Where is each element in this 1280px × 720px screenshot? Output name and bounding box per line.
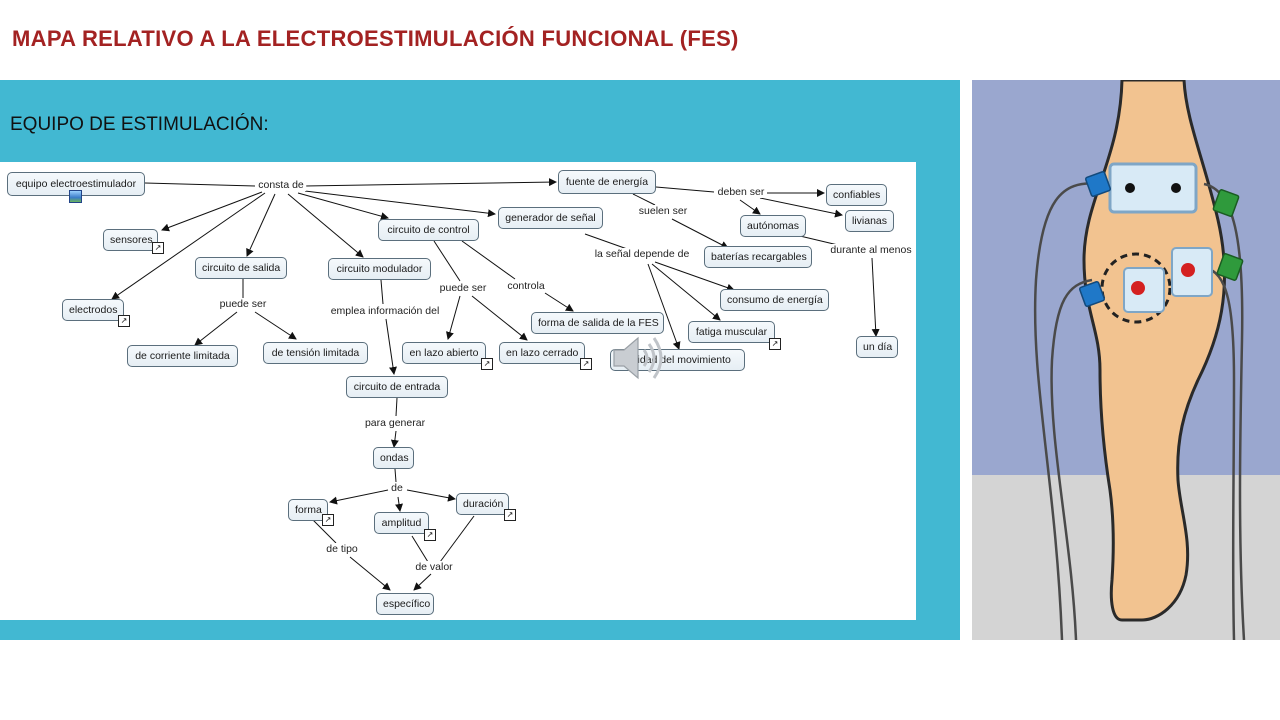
- concept-node[interactable]: forma: [288, 499, 328, 521]
- external-link-icon[interactable]: ↗: [481, 358, 493, 370]
- section-subtitle: EQUIPO DE ESTIMULACIÓN:: [10, 114, 269, 135]
- concept-node[interactable]: específico: [376, 593, 434, 615]
- link-label: suelen ser: [636, 205, 690, 217]
- link-label: puede ser: [437, 282, 489, 294]
- concept-node[interactable]: fatiga muscular: [688, 321, 775, 343]
- link-label: emplea información del: [328, 305, 442, 317]
- concept-node[interactable]: baterías recargables: [704, 246, 812, 268]
- link-label: deben ser: [715, 186, 767, 198]
- link-label: de: [389, 482, 405, 494]
- external-link-icon[interactable]: ↗: [504, 509, 516, 521]
- link-label: puede ser: [217, 298, 269, 310]
- image-icon[interactable]: [69, 190, 82, 203]
- concept-node[interactable]: autónomas: [740, 215, 806, 237]
- external-link-icon[interactable]: ↗: [580, 358, 592, 370]
- slide-title: MAPA RELATIVO A LA ELECTROESTIMULACIÓN F…: [12, 26, 739, 51]
- link-label: consta de: [256, 179, 306, 191]
- external-link-icon[interactable]: ↗: [322, 514, 334, 526]
- link-label: de valor: [413, 561, 455, 573]
- external-link-icon[interactable]: ↗: [152, 242, 164, 254]
- concept-node[interactable]: un día: [856, 336, 898, 358]
- concept-node[interactable]: de tensión limitada: [263, 342, 368, 364]
- link-label: de tipo: [324, 543, 360, 555]
- concept-node[interactable]: forma de salida de la FES: [531, 312, 664, 334]
- external-link-icon[interactable]: ↗: [424, 529, 436, 541]
- concept-node[interactable]: de corriente limitada: [127, 345, 238, 367]
- speaker-icon[interactable]: [608, 330, 668, 386]
- external-link-icon[interactable]: ↗: [118, 315, 130, 327]
- concept-node[interactable]: circuito de control: [378, 219, 479, 241]
- concept-node[interactable]: en lazo cerrado: [499, 342, 585, 364]
- concept-node[interactable]: fuente de energía: [558, 170, 656, 194]
- concept-node[interactable]: circuito modulador: [328, 258, 431, 280]
- concept-node[interactable]: ondas: [373, 447, 414, 469]
- concept-node[interactable]: duración: [456, 493, 509, 515]
- link-label: la señal depende de: [592, 248, 692, 260]
- concept-node[interactable]: circuito de salida: [195, 257, 287, 279]
- concept-node[interactable]: sensores: [103, 229, 158, 251]
- concept-node[interactable]: generador de señal: [498, 207, 603, 229]
- link-label: durante al menos: [828, 244, 914, 256]
- link-label: controla: [505, 280, 547, 292]
- external-link-icon[interactable]: ↗: [769, 338, 781, 350]
- concept-node[interactable]: consumo de energía: [720, 289, 829, 311]
- concept-map-links: [111, 178, 880, 591]
- concept-node[interactable]: electrodos: [62, 299, 124, 321]
- link-label: para generar: [362, 417, 428, 429]
- concept-node[interactable]: confiables: [826, 184, 887, 206]
- concept-node[interactable]: en lazo abierto: [402, 342, 486, 364]
- concept-node[interactable]: circuito de entrada: [346, 376, 448, 398]
- concept-node[interactable]: livianas: [845, 210, 894, 232]
- concept-map: consta de puede ser emplea información d…: [0, 162, 916, 620]
- leg-electrodes-illustration: [972, 80, 1280, 640]
- concept-node[interactable]: amplitud: [374, 512, 429, 534]
